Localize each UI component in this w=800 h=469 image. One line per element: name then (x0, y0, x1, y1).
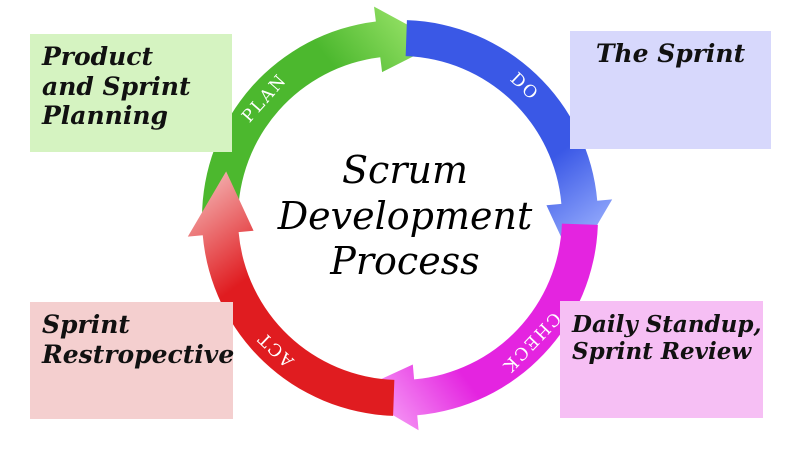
diagram-title: Scrum Development Process (260, 148, 550, 285)
act-arrow (187, 171, 395, 416)
do-box: The Sprint (570, 31, 771, 149)
plan-arrow (202, 6, 441, 218)
plan-box-line-1: Product (42, 42, 154, 71)
act-box-line-2: Restropective (42, 339, 235, 369)
check-box-line-2: Sprint Review (572, 338, 752, 366)
check-arrow (353, 223, 598, 431)
do-box-line-1: The Sprint (595, 39, 746, 68)
title-line-1: Scrum (342, 148, 468, 192)
plan-box-line-2: and Sprint (42, 71, 191, 101)
title-line-3: Process (330, 239, 480, 284)
check-box-line-1: Daily Standup, (572, 311, 762, 338)
title-line-2: Development (277, 193, 533, 238)
check-box: Daily Standup, Sprint Review (560, 301, 763, 418)
plan-box-line-3: Planning (42, 101, 169, 130)
act-box: Sprint Restropective (30, 302, 235, 419)
plan-box: Product and Sprint Planning (30, 34, 232, 152)
act-box-line-1: Sprint (42, 310, 130, 339)
